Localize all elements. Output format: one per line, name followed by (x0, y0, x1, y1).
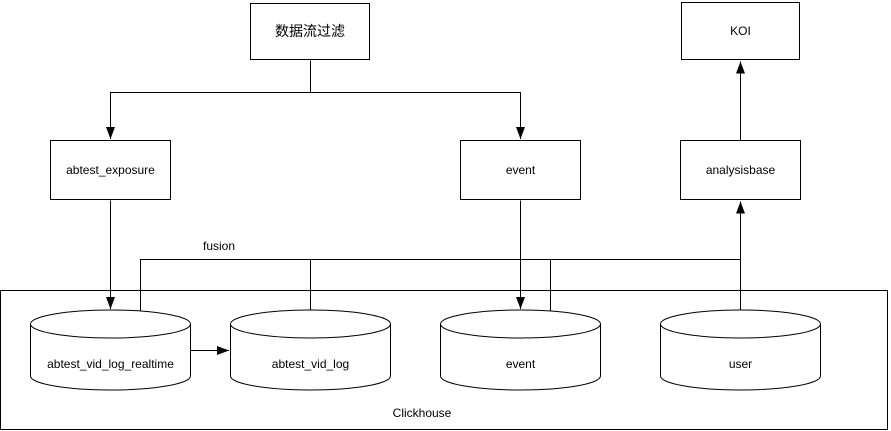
cylinder-user-label: user (728, 356, 753, 371)
node-analysisbase: analysisbase (680, 140, 801, 200)
edge-filter-to-event (310, 92, 525, 139)
cylinder-abtest-vid-log-shape (230, 309, 391, 391)
cylinder-user-shape (660, 309, 821, 391)
node-abtest-exposure-label: abtest_exposure (66, 162, 155, 177)
node-event: event (460, 140, 581, 200)
cylinder-event-shape (440, 309, 601, 391)
cylinder-event-label: event (505, 356, 536, 371)
node-koi: KOI (681, 2, 800, 60)
node-data-stream-filter: 数据流过滤 (250, 3, 370, 60)
node-data-stream-filter-label: 数据流过滤 (275, 23, 345, 40)
node-koi-label: KOI (730, 23, 751, 38)
edge-filter-to-exposure (106, 60, 311, 139)
node-analysisbase-label: analysisbase (705, 162, 776, 177)
node-event-label: event (505, 162, 536, 177)
cylinder-abtest-vid-log-realtime-label: abtest_vid_log_realtime (47, 356, 174, 371)
cylinder-abtest-vid-log-realtime-shape (30, 309, 191, 391)
clickhouse-container-label: Clickhouse (392, 405, 452, 420)
edge-fusion-bus (140, 259, 741, 312)
fusion-edge-label: fusion (203, 239, 236, 253)
cylinder-abtest-vid-log-label: abtest_vid_log (271, 356, 350, 371)
node-abtest-exposure: abtest_exposure (50, 140, 171, 200)
